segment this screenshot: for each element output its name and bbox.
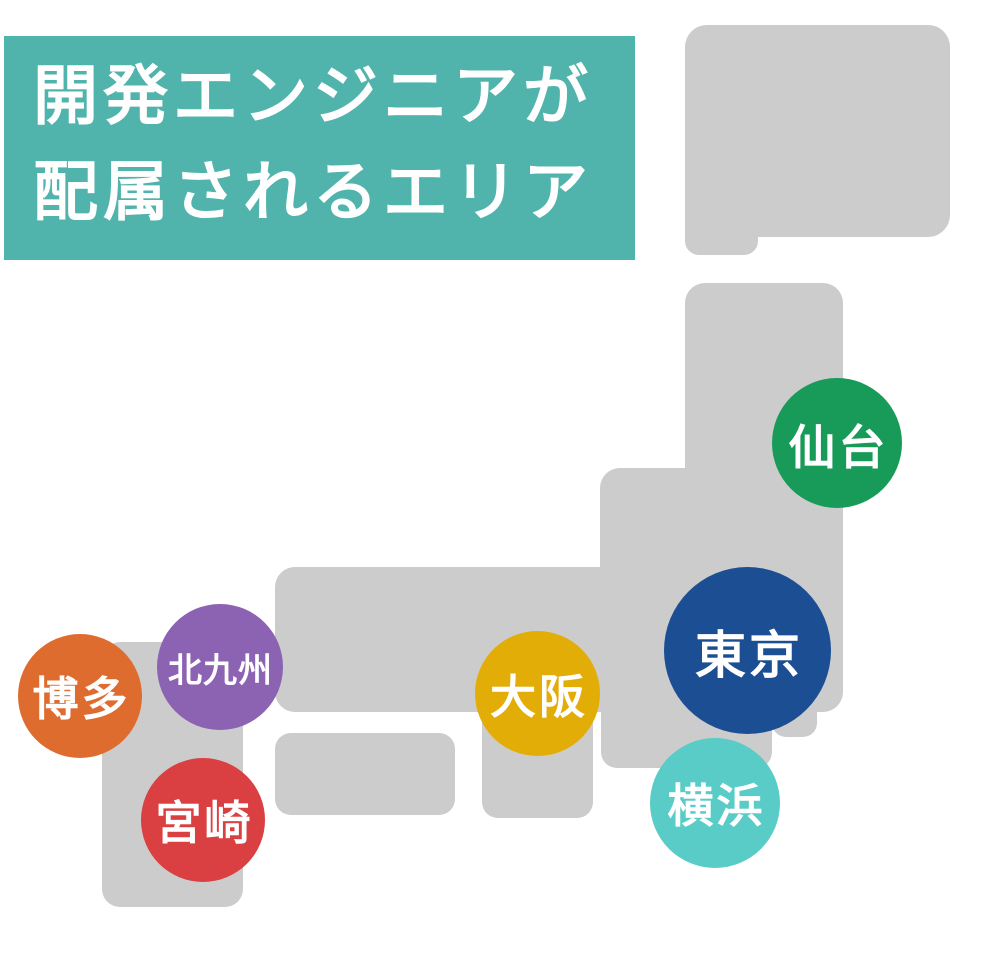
page-title-box: 開発エンジニアが 配属されるエリア: [4, 36, 635, 260]
city-marker-hakata: 博多: [18, 634, 142, 758]
region-shikoku: [275, 733, 455, 815]
region-hokkaido-tab: [685, 150, 758, 255]
page-title-line-2: 配属されるエリア: [33, 155, 594, 228]
city-label-miyazaki: 宮崎: [155, 797, 254, 849]
city-label-tokyo: 東京: [694, 626, 803, 684]
city-marker-osaka: 大阪: [475, 631, 600, 756]
city-label-sendai: 仙台: [788, 420, 889, 474]
city-label-yokohama: 横浜: [667, 780, 766, 832]
page-title-line-1: 開発エンジニアが: [33, 59, 594, 132]
city-marker-kitakyushu: 北九州: [157, 604, 283, 730]
city-label-osaka: 大阪: [490, 670, 588, 723]
city-marker-yokohama: 横浜: [650, 738, 780, 868]
city-marker-miyazaki: 宮崎: [141, 758, 265, 882]
city-label-kitakyushu: 北九州: [168, 651, 273, 690]
city-marker-sendai: 仙台: [772, 378, 902, 508]
city-marker-tokyo: 東京: [664, 567, 831, 734]
city-label-hakata: 博多: [32, 673, 131, 725]
